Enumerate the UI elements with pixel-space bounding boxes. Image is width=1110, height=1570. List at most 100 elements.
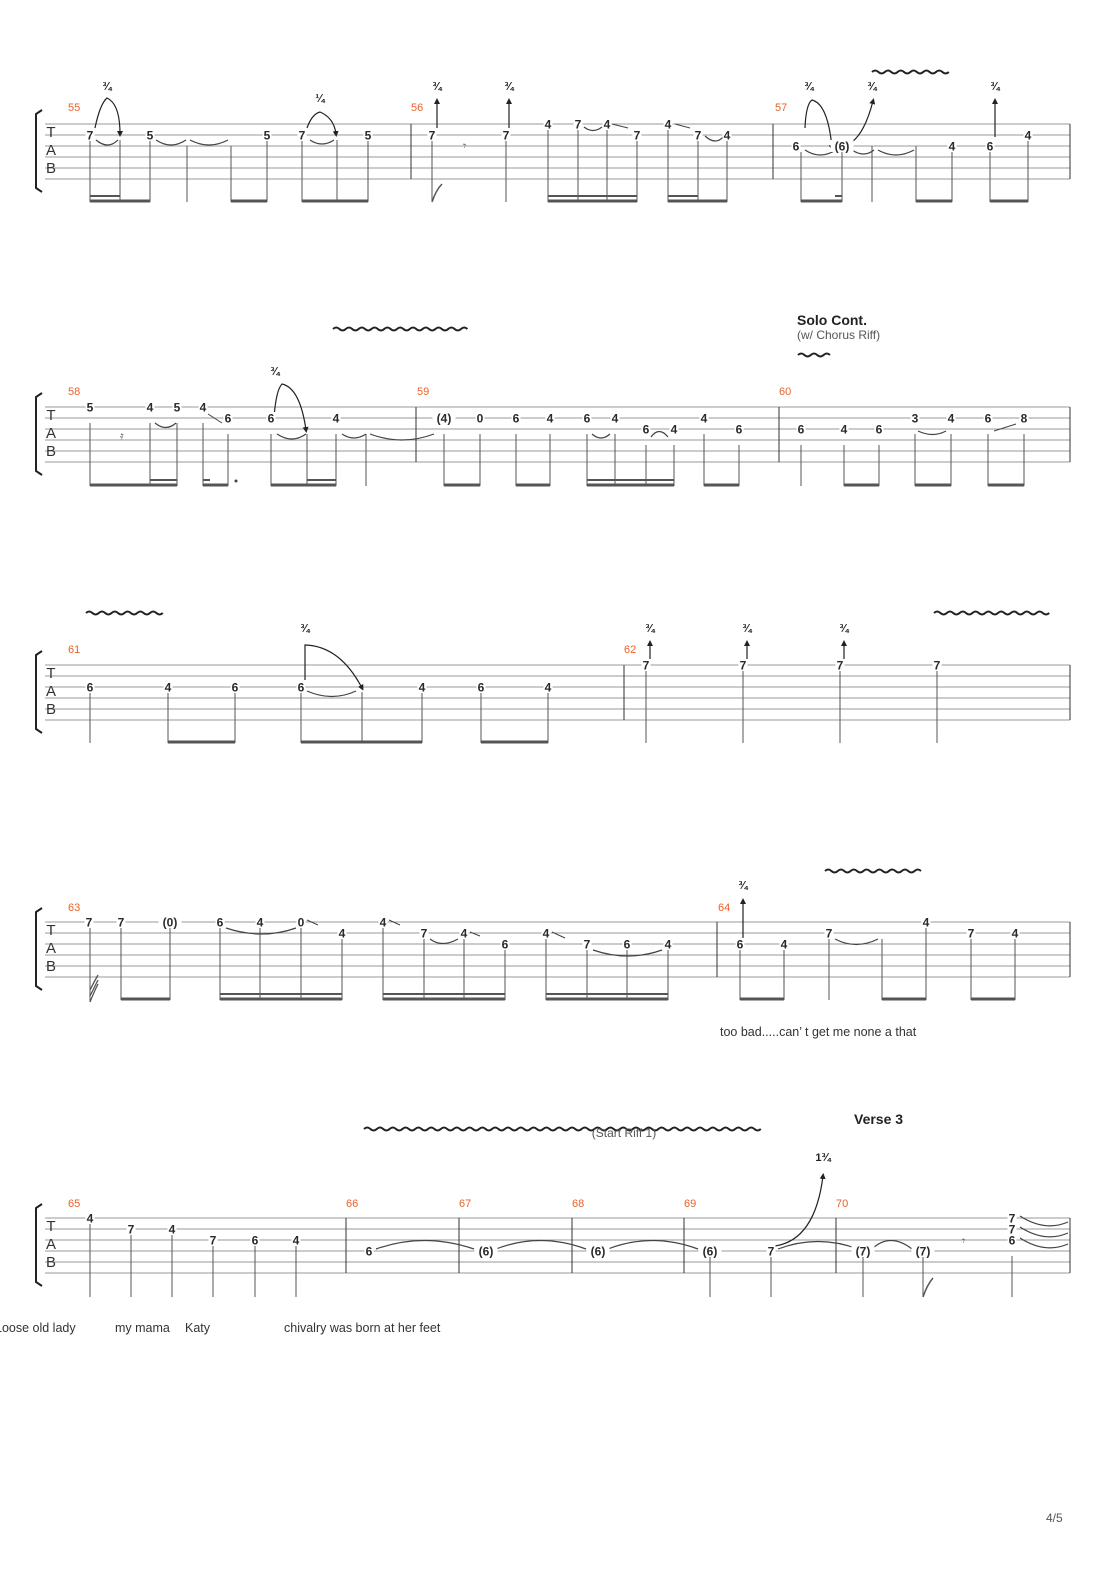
fret-number: 7 (421, 927, 428, 941)
vibrato (363, 1126, 762, 1132)
tab-clef: T A B (46, 1218, 56, 1271)
fret-number: (7) (856, 1245, 871, 1259)
fret-background (582, 938, 592, 950)
fret-background (541, 927, 551, 939)
barlines (415, 407, 1071, 462)
vibrato (824, 868, 922, 874)
tab-clef-t: T (46, 124, 55, 141)
fret-background (501, 129, 511, 141)
tie (306, 690, 357, 698)
fret-number: 7 (695, 129, 702, 143)
tab-clef-a: A (46, 683, 56, 700)
fret-number: 6 (793, 140, 800, 154)
fret-number: 4 (293, 1234, 300, 1248)
fret-number: 4 (200, 401, 207, 415)
fret-background (459, 927, 469, 939)
fret-number: 7 (1009, 1223, 1016, 1237)
rest-symbol: 𝄾 (463, 139, 466, 153)
bend-amount-label: ¾ (738, 880, 748, 892)
fret-number: 4 (547, 412, 554, 426)
fret-background (255, 916, 265, 928)
measure-number: 66 (346, 1198, 358, 1210)
fret-background (1007, 1212, 1017, 1224)
fret-background (198, 401, 208, 413)
fret-number: (6) (591, 1245, 606, 1259)
fret-number: 6 (225, 412, 232, 426)
fret-background (921, 916, 931, 928)
fret-background (932, 659, 942, 671)
fret-background (641, 659, 651, 671)
fret-number: 3 (912, 412, 919, 426)
system-bracket (35, 109, 43, 193)
fret-number: 7 (575, 118, 582, 132)
system-bracket (35, 1203, 43, 1287)
fret-number: 7 (429, 129, 436, 143)
fret-background (145, 401, 155, 413)
fret-number: 4 (724, 129, 731, 143)
staff-lines (45, 123, 1070, 180)
fret-background (910, 412, 920, 424)
lyric-text: chivalry was born at her feet (284, 1321, 441, 1335)
fret-background (545, 412, 555, 424)
measure-number: 68 (572, 1198, 584, 1210)
fret-background (85, 1212, 95, 1224)
fret-background (947, 140, 957, 152)
fret-number: 5 (365, 129, 372, 143)
fret-number: 4 (665, 118, 672, 132)
fret-background (85, 681, 95, 693)
fret-number: 6 (478, 681, 485, 695)
tab-clef-t: T (46, 407, 55, 424)
fret-number: 6 (624, 938, 631, 952)
fret-number: 7 (128, 1223, 135, 1237)
fret-number: 6 (737, 938, 744, 952)
fret-background (167, 1223, 177, 1235)
measure-number: 56 (411, 102, 423, 114)
fret-number: 6 (584, 412, 591, 426)
measure-number: 58 (68, 386, 80, 398)
fret-background (223, 412, 233, 424)
fret-background (602, 118, 612, 130)
fret-number: 4 (419, 681, 426, 695)
fret-number: 4 (701, 412, 708, 426)
fret-number: 5 (174, 401, 181, 415)
fret-number: 6 (987, 140, 994, 154)
bend-amount-label: 1¾ (815, 1152, 831, 1164)
lyric-text: Katy (185, 1321, 211, 1335)
bend-amount-label: ¾ (804, 81, 814, 93)
lyric-text: too bad.....can’ t get me none a that (720, 1025, 917, 1039)
fret-background (610, 412, 620, 424)
fret-background (874, 423, 884, 435)
fret-number: 7 (740, 659, 747, 673)
lyrics: too bad.....can’ t get me none a that (720, 1025, 917, 1039)
fret-background (632, 129, 642, 141)
section-note: (w/ Chorus Riff) (797, 328, 880, 342)
stems (89, 928, 1016, 1002)
vibrato (871, 69, 950, 75)
fret-background (417, 681, 427, 693)
fret-number: 7 (584, 938, 591, 952)
fret-number: (6) (835, 140, 850, 154)
fret-background (839, 423, 849, 435)
fret-background (573, 118, 583, 130)
slides (611, 123, 691, 129)
fret-background (364, 1245, 374, 1257)
fret-number: 4 (948, 412, 955, 426)
fret-number: (4) (437, 412, 452, 426)
fret-background (669, 423, 679, 435)
fret-background (126, 1223, 136, 1235)
measure-number: 60 (779, 386, 791, 398)
fret-number: 6 (217, 916, 224, 930)
fret-number: 4 (781, 938, 788, 952)
fret-number: 7 (210, 1234, 217, 1248)
flag (922, 1277, 934, 1298)
fret-number: 6 (502, 938, 509, 952)
fret-background (722, 129, 732, 141)
fret-background (296, 681, 306, 693)
fret-background (291, 1234, 301, 1246)
fret-background (1007, 1223, 1017, 1235)
fret-background (779, 938, 789, 950)
